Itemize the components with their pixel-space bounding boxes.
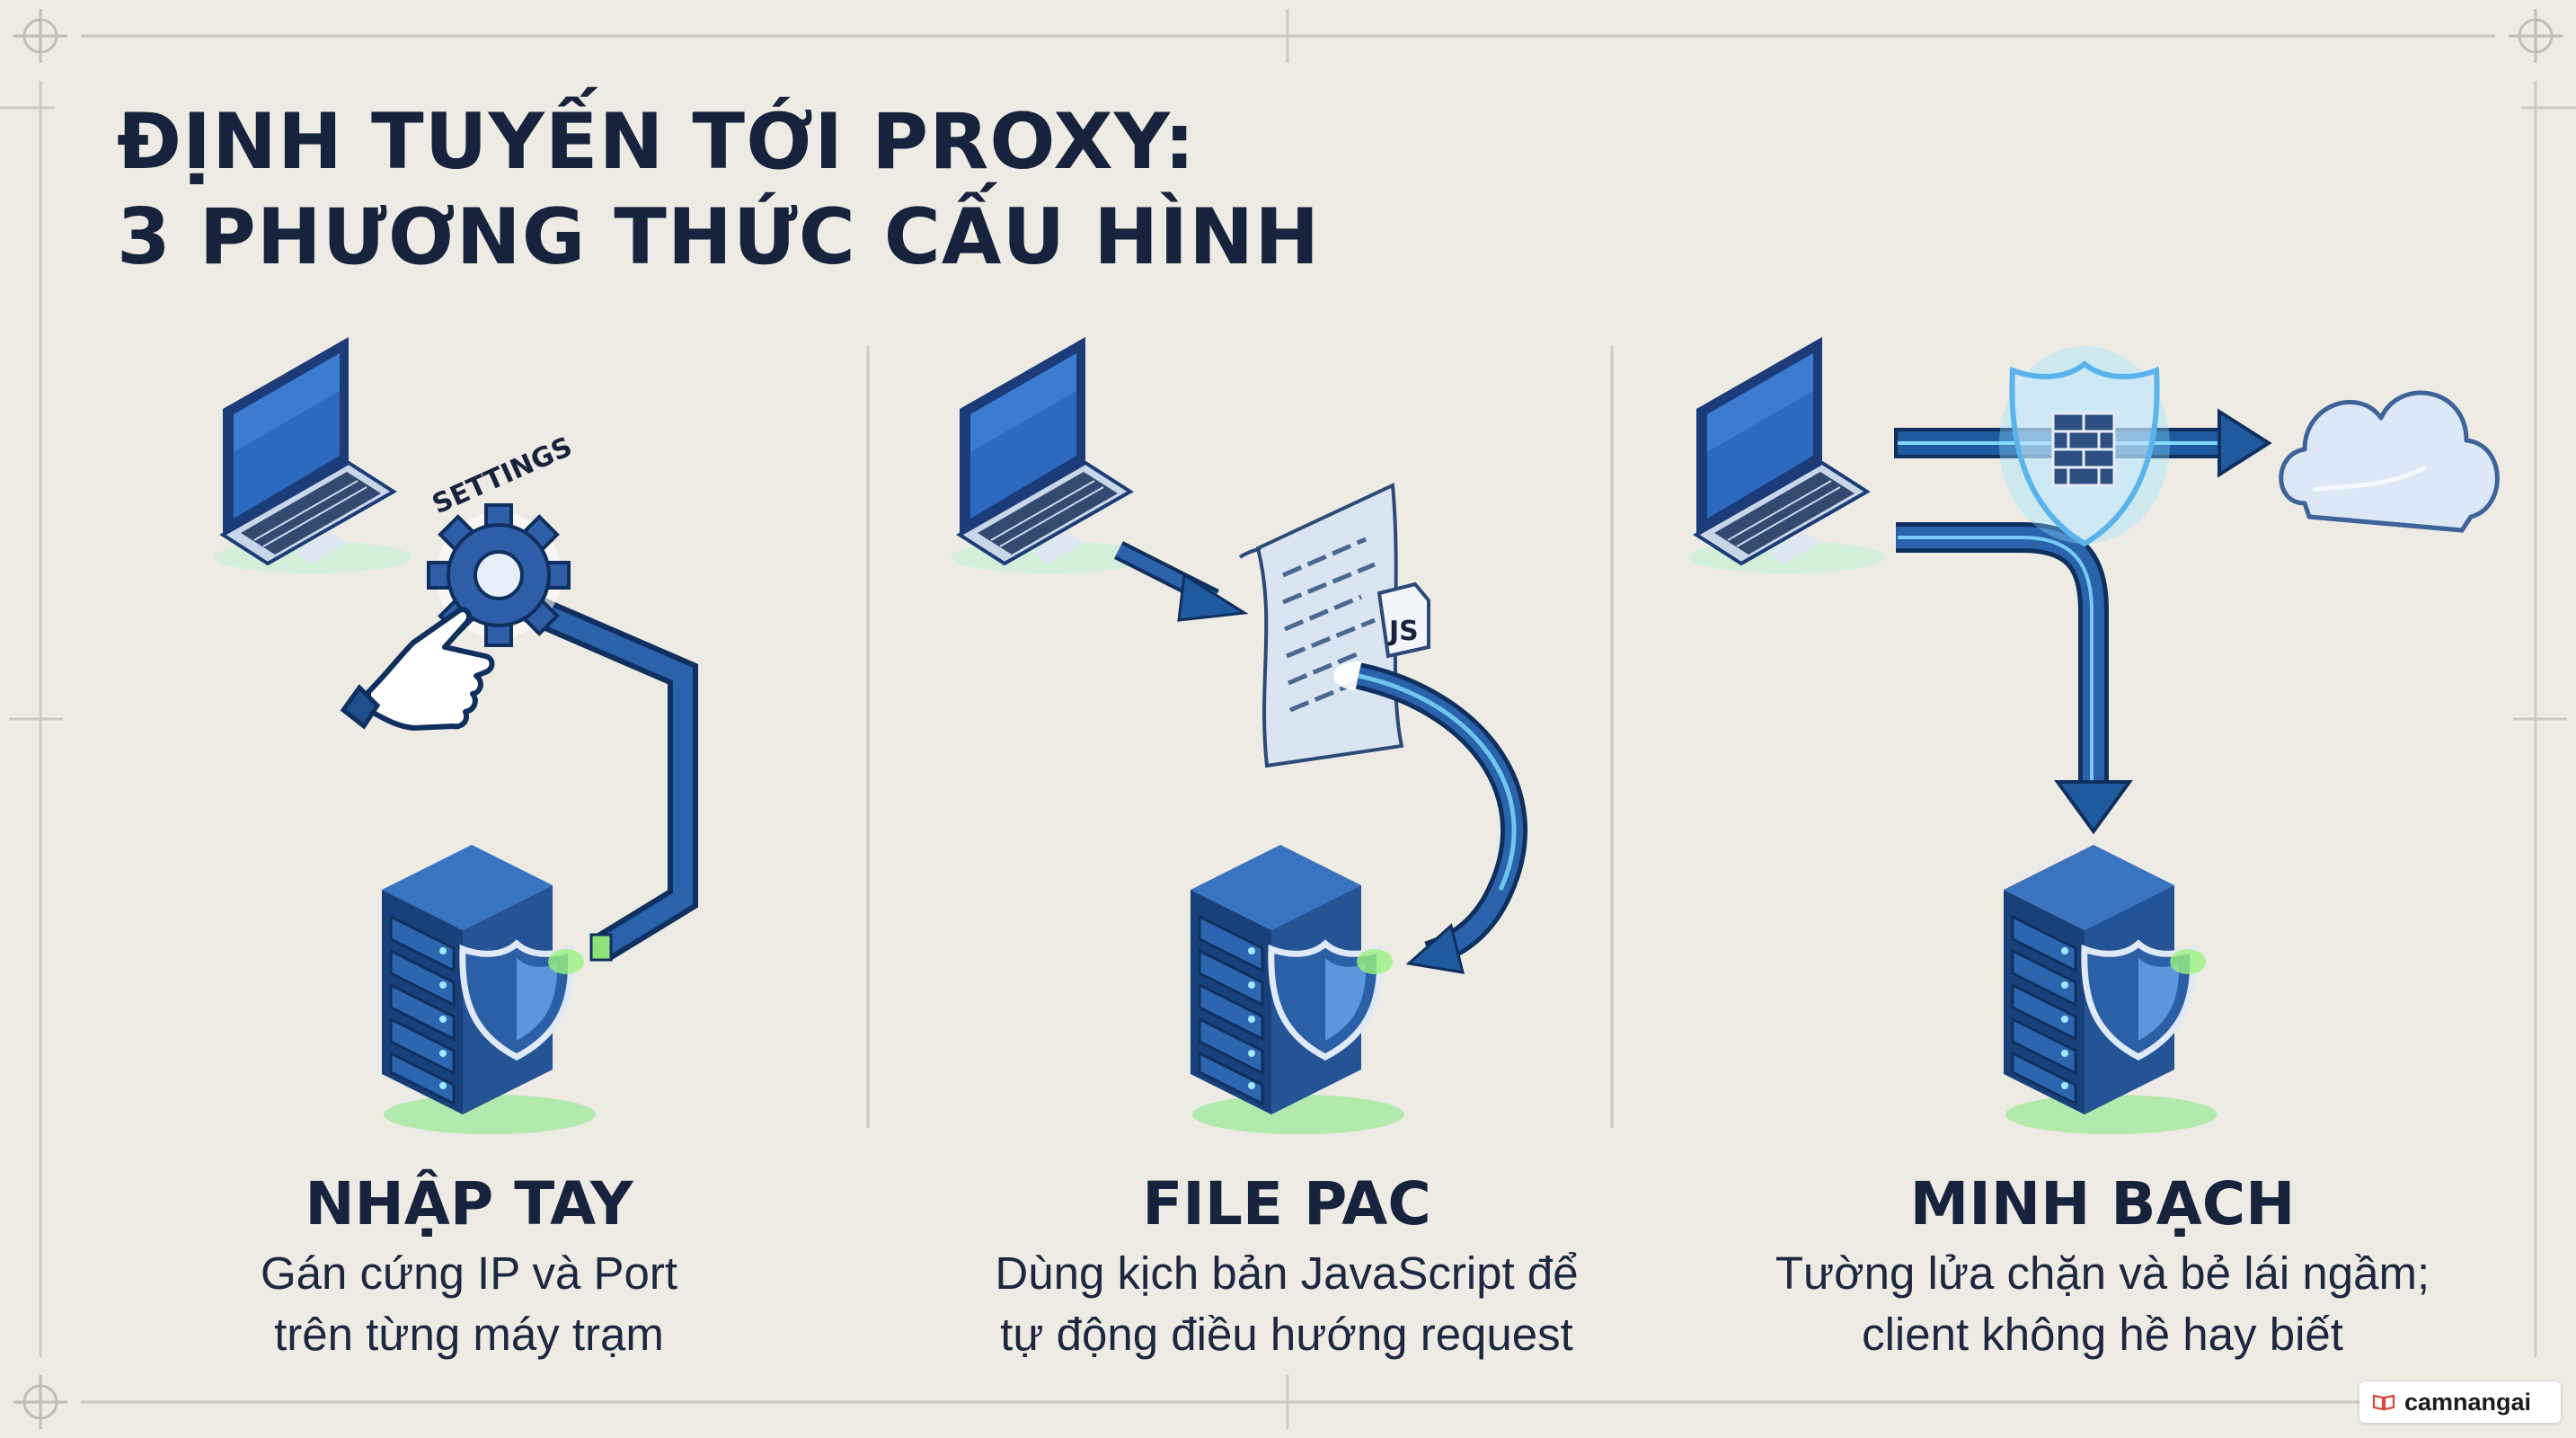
manual-config-illustration: SETTINGS [212,335,698,1134]
section-description-line-2: tự động điều hướng request [1000,1309,1573,1360]
proxy-server-icon [1191,845,1404,1134]
gear-icon [427,503,571,647]
watermark-text: camnangai [2404,1388,2532,1416]
section-description-line-2: trên từng máy trạm [274,1309,664,1360]
brick-wall-icon [2051,412,2116,487]
section-pac-file: FILE PAC Dùng kịch bản JavaScript để tự … [918,1168,1655,1363]
section-heading: MINH BẠCH [1909,1169,2296,1238]
section-heading: FILE PAC [1142,1169,1431,1238]
arrow-icon [1114,541,1249,622]
section-description-line-1: Tường lửa chặn và bẻ lái ngầm; [1775,1247,2430,1299]
page-title: ĐỊNH TUYẾN TỚI PROXY: 3 PHƯƠNG THỨC CẤU … [117,94,1320,285]
section-description-line-2: client không hề hay biết [1862,1309,2343,1360]
corner-crosshair-icon [13,9,2563,1429]
js-file-label: JS [1387,616,1419,647]
transparent-proxy-illustration [1686,335,2500,1134]
section-manual: NHẬP TAY Gán cứng IP và Port trên từng m… [101,1168,837,1363]
watermark-badge[interactable]: camnangai [2359,1381,2561,1423]
title-line-1: ĐỊNH TUYẾN TỚI PROXY: [117,97,1196,187]
laptop-icon [1686,335,1887,575]
proxy-server-icon [2004,845,2217,1134]
proxy-server-icon [382,845,596,1134]
curved-arrow-icon [1355,662,1528,974]
section-transparent: MINH BẠCH Tường lửa chặn và bẻ lái ngầm;… [1734,1168,2471,1363]
laptop-icon [212,335,413,575]
title-line-2: 3 PHƯƠNG THỨC CẤU HÌNH [117,192,1321,282]
pac-file-illustration: JS [949,335,1528,1134]
document-scroll-icon: JS [1238,482,1430,768]
section-heading: NHẬP TAY [305,1169,633,1238]
redirect-arrow-icon [1896,522,2133,835]
firewall-shield-icon [1999,346,2170,547]
book-icon [2372,1394,2395,1411]
laptop-icon [949,335,1150,575]
section-description-line-1: Gán cứng IP và Port [260,1247,678,1299]
section-description-line-1: Dùng kịch bản JavaScript để [995,1247,1579,1299]
cloud-icon [2279,390,2500,533]
pointing-hand-icon [340,607,495,731]
